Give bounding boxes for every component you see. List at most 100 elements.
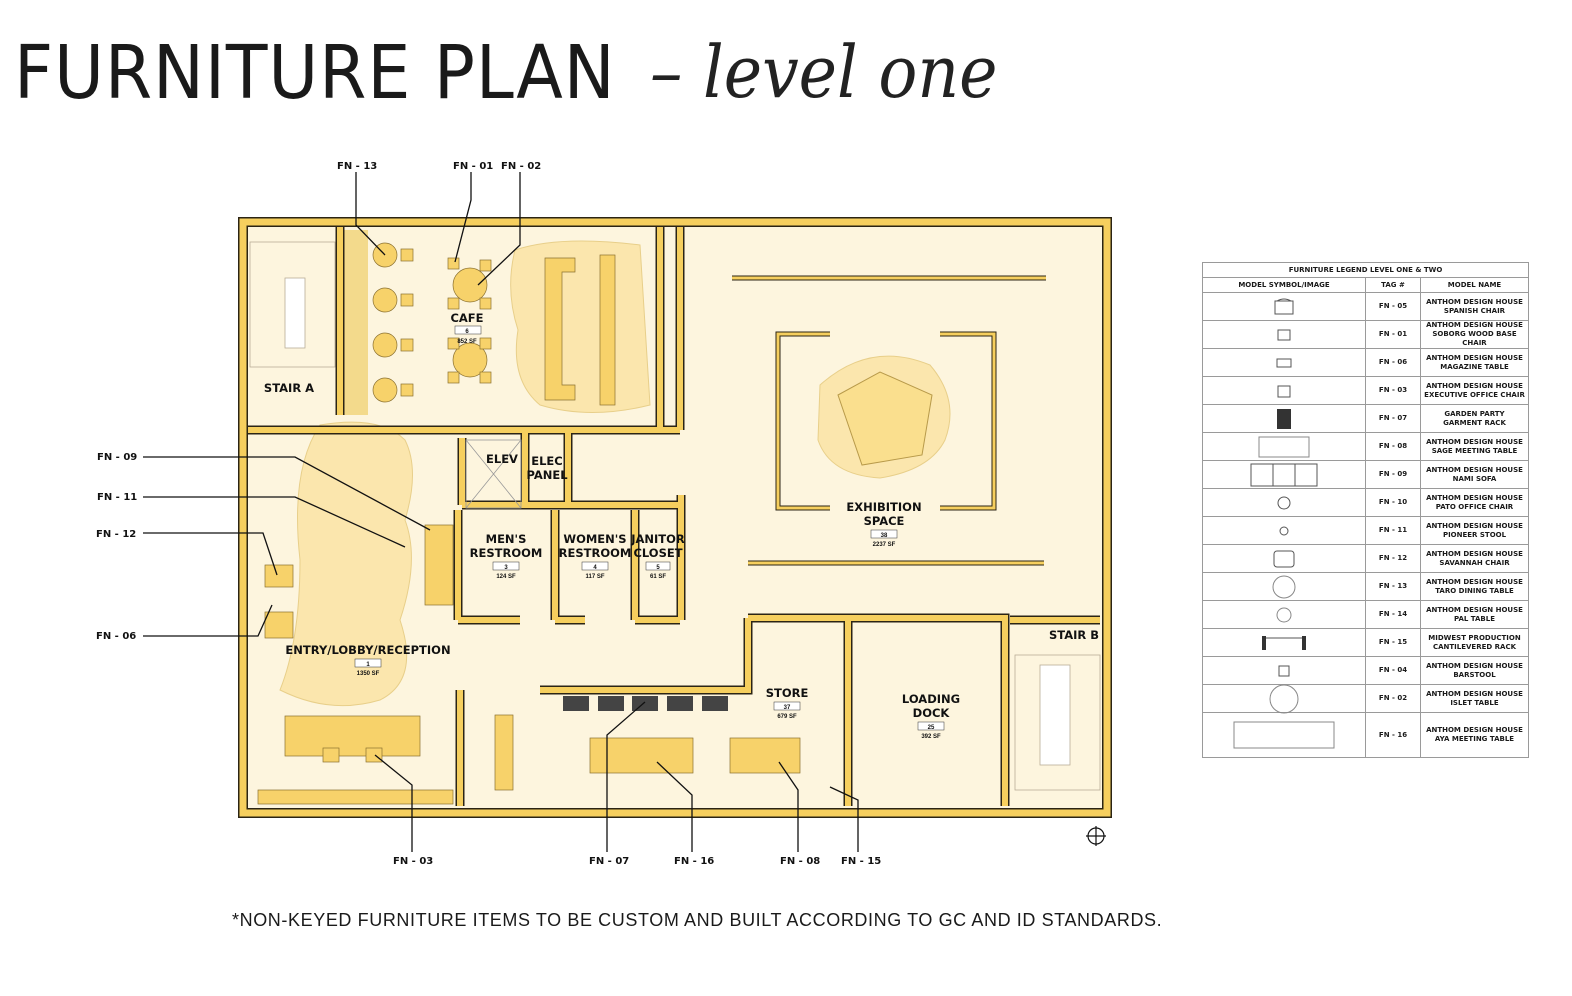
room-label: WOMEN'S bbox=[563, 532, 626, 546]
round-table-icon bbox=[1272, 575, 1296, 598]
room-area: 2237 SF bbox=[873, 542, 896, 548]
room-label: MEN'S bbox=[486, 532, 527, 546]
chair-icon bbox=[1277, 329, 1291, 340]
legend-model: PAL TABLE bbox=[1453, 614, 1496, 623]
callout-fn-09: FN - 09 bbox=[97, 452, 137, 463]
legend-symbol bbox=[1202, 376, 1366, 405]
room-area: 61 SF bbox=[650, 574, 666, 580]
room-label: EXHIBITION bbox=[846, 500, 921, 514]
room-tag: 1 bbox=[366, 662, 370, 668]
room-store: STORE 37 679 SF bbox=[766, 686, 809, 720]
callout-fn-06: FN - 06 bbox=[96, 631, 136, 642]
room-label: DOCK bbox=[913, 706, 951, 720]
office-chair-icon bbox=[1277, 385, 1291, 397]
elevator bbox=[465, 439, 522, 509]
callout-fn-08: FN - 08 bbox=[780, 856, 820, 867]
room-area: 124 SF bbox=[496, 574, 516, 580]
room-tag: 3 bbox=[504, 565, 508, 571]
legend-header-name: MODEL NAME bbox=[1420, 277, 1529, 293]
legend-brand: GARDEN PARTY bbox=[1444, 409, 1505, 418]
room-label-elec-2: PANEL bbox=[526, 468, 568, 482]
legend-tag: FN - 12 bbox=[1365, 544, 1421, 573]
stool-icon bbox=[1279, 526, 1289, 535]
barstool-icon bbox=[1278, 665, 1290, 676]
legend-tag: FN - 02 bbox=[1365, 684, 1421, 713]
room-tag-cafe: 6 bbox=[465, 329, 469, 335]
cafe-furniture bbox=[257, 242, 801, 805]
callout-fn-01: FN - 01 bbox=[453, 161, 493, 172]
legend-symbol bbox=[1202, 544, 1366, 573]
legend-header-symbol: MODEL SYMBOL/IMAGE bbox=[1202, 277, 1366, 293]
callout-fn-07: FN - 07 bbox=[589, 856, 629, 867]
room-label-cafe: CAFE bbox=[450, 311, 483, 325]
legend-brand: ANTHOM DESIGN HOUSE bbox=[1426, 549, 1523, 558]
room-area: 392 SF bbox=[921, 734, 941, 740]
lobby-rug bbox=[279, 421, 413, 707]
legend-model: AYA MEETING TABLE bbox=[1434, 735, 1515, 743]
legend-model: SAVANNAH CHAIR bbox=[1439, 558, 1510, 567]
callout-fn-13: FN - 13 bbox=[337, 161, 377, 172]
legend-brand: ANTHOM DESIGN HOUSE bbox=[1426, 689, 1523, 698]
room-janitor: JANITOR CLOSET 5 61 SF bbox=[630, 532, 685, 580]
room-label: SPACE bbox=[864, 514, 905, 528]
room-area: 1350 SF bbox=[357, 671, 380, 677]
legend-brand: ANTHOM DESIGN HOUSE bbox=[1426, 726, 1523, 734]
legend-model: EXECUTIVE OFFICE CHAIR bbox=[1424, 390, 1525, 399]
room-tag: 4 bbox=[593, 565, 597, 571]
magazine-table-icon bbox=[1276, 358, 1292, 367]
legend-tag: FN - 08 bbox=[1365, 432, 1421, 461]
callout-fn-16: FN - 16 bbox=[674, 856, 714, 867]
room-area: 679 SF bbox=[777, 714, 797, 720]
legend-tag: FN - 16 bbox=[1365, 712, 1421, 758]
legend-tag: FN - 01 bbox=[1365, 320, 1421, 349]
legend-tag: FN - 14 bbox=[1365, 600, 1421, 629]
legend-model: SOBORG WOOD BASE CHAIR bbox=[1432, 330, 1517, 347]
footnote: *NON-KEYED FURNITURE ITEMS TO BE CUSTOM … bbox=[232, 910, 1163, 930]
legend-tag: FN - 10 bbox=[1365, 488, 1421, 517]
swivel-chair-icon bbox=[1277, 496, 1291, 509]
legend-brand: ANTHOM DESIGN HOUSE bbox=[1426, 353, 1523, 362]
room-entry: ENTRY/LOBBY/RECEPTION 1 1350 SF bbox=[285, 643, 450, 677]
room-tag: 5 bbox=[656, 565, 660, 571]
room-label: STORE bbox=[766, 686, 809, 700]
legend-model: ISLET TABLE bbox=[1450, 698, 1499, 707]
stair-a bbox=[249, 241, 336, 368]
lounge-chair-icon bbox=[1273, 550, 1295, 567]
legend-symbol bbox=[1202, 628, 1366, 657]
legend-brand: ANTHOM DESIGN HOUSE bbox=[1426, 493, 1523, 502]
room-mens: MEN'S RESTROOM 3 124 SF bbox=[470, 532, 543, 580]
legend-model: NAMI SOFA bbox=[1452, 474, 1497, 483]
legend-tag: FN - 05 bbox=[1365, 292, 1421, 321]
legend-symbol bbox=[1202, 432, 1366, 461]
legend-model: CANTILEVERED RACK bbox=[1432, 642, 1517, 651]
garment-racks bbox=[563, 696, 728, 711]
room-label-elec-1: ELEC bbox=[531, 454, 562, 468]
legend-model: PATO OFFICE CHAIR bbox=[1435, 502, 1514, 511]
room-loading: LOADING DOCK 25 392 SF bbox=[902, 692, 960, 740]
room-womens: WOMEN'S RESTROOM 4 117 SF bbox=[559, 532, 632, 580]
cafe-bench bbox=[344, 230, 368, 415]
legend-tag: FN - 09 bbox=[1365, 460, 1421, 489]
room-label-stair-b: STAIR B bbox=[1049, 628, 1099, 642]
room-tag: 38 bbox=[881, 533, 888, 539]
legend-model: MAGAZINE TABLE bbox=[1440, 362, 1509, 371]
room-label: RESTROOM bbox=[559, 546, 632, 560]
legend-model: BARSTOOL bbox=[1453, 670, 1496, 679]
legend-symbol bbox=[1202, 320, 1366, 349]
room-label-elev: ELEV bbox=[486, 452, 518, 466]
